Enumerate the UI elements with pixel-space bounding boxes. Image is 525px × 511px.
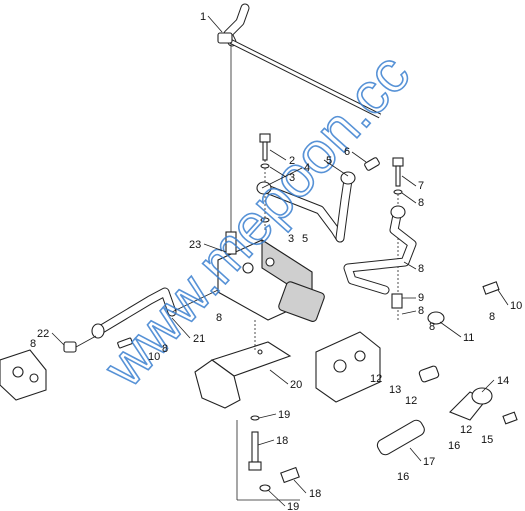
callout-12: 12 <box>370 373 382 385</box>
callout-21: 21 <box>193 333 205 345</box>
callout-19: 19 <box>278 409 290 421</box>
callout-5: 5 <box>326 155 332 167</box>
fitting-14 <box>449 387 493 421</box>
callout-6: 6 <box>344 146 350 158</box>
leader-lines <box>51 15 509 507</box>
callout-18: 18 <box>276 435 288 447</box>
callout-16: 16 <box>397 471 409 483</box>
bolt-part-2 <box>259 133 271 230</box>
callout-8: 8 <box>418 263 424 275</box>
callout-18: 18 <box>309 488 321 500</box>
callout-11: 11 <box>463 332 474 344</box>
callout-15: 15 <box>481 434 493 446</box>
callout-16: 16 <box>448 440 460 452</box>
callout-10: 10 <box>510 300 522 312</box>
callout-22: 22 <box>37 328 49 340</box>
callout-8: 8 <box>216 312 222 324</box>
callout-12: 12 <box>405 395 417 407</box>
callout-8: 8 <box>418 197 424 209</box>
callout-13: 13 <box>389 384 401 396</box>
left-block <box>0 349 47 401</box>
callout-3: 3 <box>289 172 295 184</box>
callout-14: 14 <box>497 375 509 387</box>
bracket-20 <box>194 320 292 409</box>
callout-3: 3 <box>288 233 294 245</box>
callout-1: 1 <box>200 11 206 23</box>
callout-9: 9 <box>418 292 424 304</box>
callout-8: 8 <box>489 311 495 323</box>
callout-8: 8 <box>429 321 435 333</box>
callout-17: 17 <box>423 456 435 468</box>
callout-20: 20 <box>290 379 302 391</box>
left-tube-21 <box>91 287 219 339</box>
cover-plate <box>315 331 381 403</box>
callout-12: 12 <box>460 424 472 436</box>
bolt-15 <box>502 411 518 425</box>
callout-8: 8 <box>162 343 168 355</box>
bolt-10-left <box>117 337 133 349</box>
bent-tube-right <box>343 205 417 309</box>
valve-block-23 <box>217 231 325 322</box>
callout-23: 23 <box>189 239 201 251</box>
fitting-22 <box>63 335 97 353</box>
part-rod-assembly <box>217 3 382 236</box>
callout-2: 2 <box>289 155 295 167</box>
fitting-13 <box>418 365 440 383</box>
callout-labels: 1 2 3 4 5 6 7 8 3 5 23 8 9 8 10 8 8 11 2… <box>30 11 522 511</box>
bolt-10-right <box>482 281 500 295</box>
callout-8: 8 <box>30 338 36 350</box>
fitting-11 <box>427 311 445 325</box>
callout-8: 8 <box>418 305 424 317</box>
bolt-18-19-lower <box>236 415 300 501</box>
banjo-tube-4 <box>256 157 380 243</box>
callout-19: 19 <box>287 501 299 511</box>
callout-4: 4 <box>304 162 310 174</box>
callout-7: 7 <box>418 180 424 192</box>
sleeve-17 <box>376 419 425 456</box>
callout-5: 5 <box>302 233 308 245</box>
callout-10: 10 <box>148 351 160 363</box>
